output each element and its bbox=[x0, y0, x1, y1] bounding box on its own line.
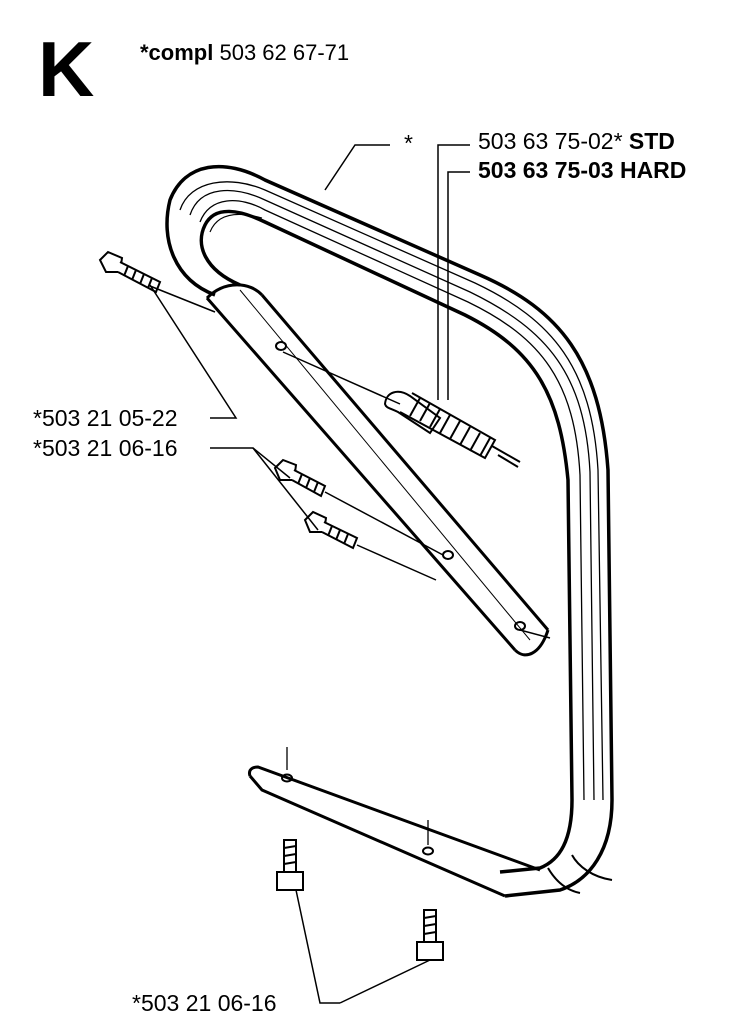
asterisk-callout: * bbox=[404, 130, 413, 156]
screw-bottom-right bbox=[416, 909, 444, 961]
handle-std-label: 503 63 75-02* STD bbox=[478, 130, 675, 153]
handle-std-number: 503 63 75-02* bbox=[478, 128, 623, 154]
handle-hard-label: 503 63 75-03 HARD bbox=[478, 157, 687, 183]
screw-bottom-left bbox=[276, 839, 304, 891]
screw-c-label: *503 21 06-16 bbox=[132, 990, 277, 1016]
handle-std-suffix: STD bbox=[628, 128, 675, 154]
front-handle-tube bbox=[165, 164, 614, 898]
leader-lines bbox=[149, 144, 551, 1004]
complete-assembly-label: *compl 503 62 67-71 bbox=[140, 40, 349, 66]
screw-middle-lower bbox=[303, 510, 359, 550]
section-letter: K bbox=[38, 25, 95, 113]
screw-b-label: *503 21 06-16 bbox=[33, 435, 178, 461]
screw-a-label: *503 21 05-22 bbox=[33, 405, 178, 431]
compl-part-number: 503 62 67-71 bbox=[219, 40, 350, 65]
screw-top-left bbox=[98, 250, 162, 294]
diagonal-brace bbox=[205, 283, 550, 657]
mounting-plate bbox=[248, 747, 541, 898]
spring-part bbox=[383, 390, 521, 468]
screw-middle-upper bbox=[273, 458, 327, 498]
compl-prefix: *compl bbox=[140, 40, 214, 65]
